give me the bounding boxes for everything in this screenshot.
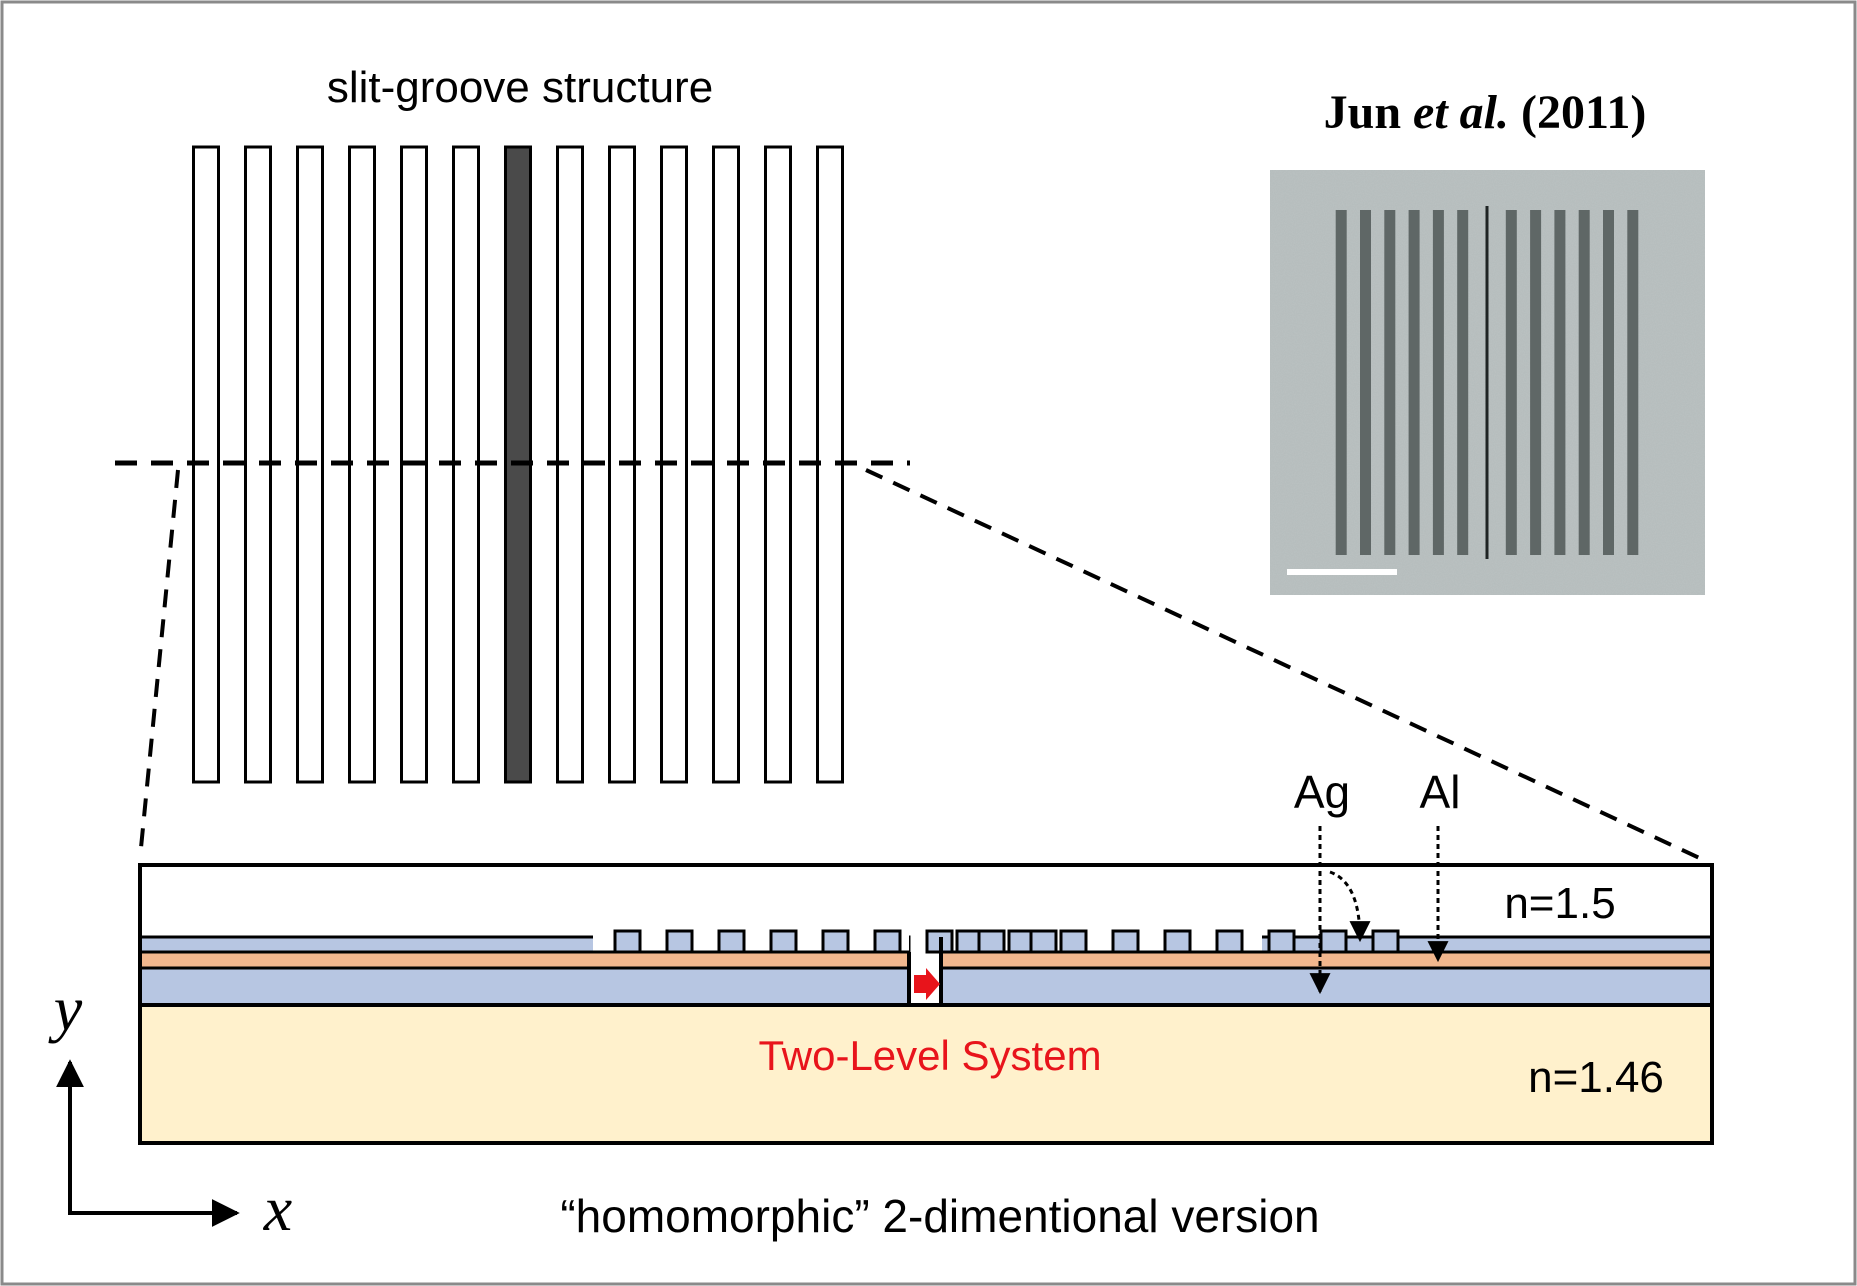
- micrograph-groove: [1432, 210, 1444, 555]
- grating-tooth-left: [717, 929, 746, 954]
- y-axis-label: y: [48, 973, 83, 1044]
- micrograph-groove: [1530, 210, 1542, 555]
- grating-tooth-left: [873, 929, 902, 954]
- bottom-index-label: n=1.46: [1528, 1053, 1664, 1102]
- zoom-line-right: [865, 468, 1709, 864]
- dipole-source-arrow: [914, 968, 940, 1000]
- grating-tooth-right: [1319, 929, 1348, 954]
- substrate-label: Two-Level System: [758, 1032, 1101, 1079]
- grating-tooth-right: [1059, 929, 1088, 954]
- micrograph-groove: [1578, 210, 1590, 555]
- x-axis-label: x: [263, 1173, 292, 1244]
- micrograph-groove: [1603, 210, 1614, 555]
- citation-etal: et al.: [1413, 86, 1509, 139]
- grating-tooth-right: [1371, 929, 1400, 954]
- micrograph-groove: [1384, 210, 1396, 555]
- micrograph-groove: [1360, 210, 1371, 555]
- micrograph-groove: [1335, 210, 1347, 555]
- micrograph-groove: [1627, 210, 1639, 555]
- zoom-line-left: [138, 469, 180, 859]
- silver-layer-bottom-left: [138, 966, 911, 1007]
- figure-caption: “homomorphic” 2-dimentional version: [560, 1190, 1319, 1242]
- silver-layer-bottom-right: [939, 966, 1714, 1007]
- grating-tooth-left: [1029, 929, 1058, 954]
- slit-groove-title: slit-groove structure: [327, 63, 713, 112]
- substrate-region: [140, 1005, 1712, 1143]
- grating-tooth-right: [1111, 929, 1140, 954]
- grating-tooth-right: [1267, 929, 1296, 954]
- cross-section-frame: [138, 863, 1714, 1145]
- micrograph-groove: [1505, 210, 1517, 555]
- grating-tooth-right: [1215, 929, 1244, 954]
- top-index-label: n=1.5: [1504, 879, 1615, 928]
- grating-tooth-right: [1163, 929, 1192, 954]
- aluminum-layer-right: [939, 950, 1714, 970]
- slit-groove-schematic: slit-groove structure: [110, 63, 910, 784]
- grating-tooth-left: [977, 929, 1006, 954]
- grating-tooth-left: [665, 929, 694, 954]
- micrograph-groove: [1554, 210, 1566, 555]
- grating-tooth-left: [613, 929, 642, 954]
- citation-year: (2011): [1521, 86, 1646, 139]
- grating-tooth-left: [821, 929, 850, 954]
- citation: Jun et al. (2011): [1324, 86, 1647, 139]
- material-label-ag: Ag: [1294, 766, 1350, 818]
- aluminum-layer-left: [138, 950, 911, 970]
- micrograph-groove: [1457, 210, 1469, 555]
- coordinate-axes: y x: [48, 973, 292, 1244]
- micrograph-panel: Jun et al. (2011): [1270, 86, 1705, 595]
- micrograph-slit: [1485, 206, 1489, 559]
- cross-section: n=1.5 n=1.46 Two-Level System Ag Al: [138, 766, 1714, 1145]
- citation-author: Jun: [1324, 86, 1401, 139]
- material-label-al: Al: [1420, 766, 1461, 818]
- grating-tooth-left: [769, 929, 798, 954]
- micrograph-grooves: [1335, 206, 1639, 559]
- micrograph-groove: [1408, 210, 1420, 555]
